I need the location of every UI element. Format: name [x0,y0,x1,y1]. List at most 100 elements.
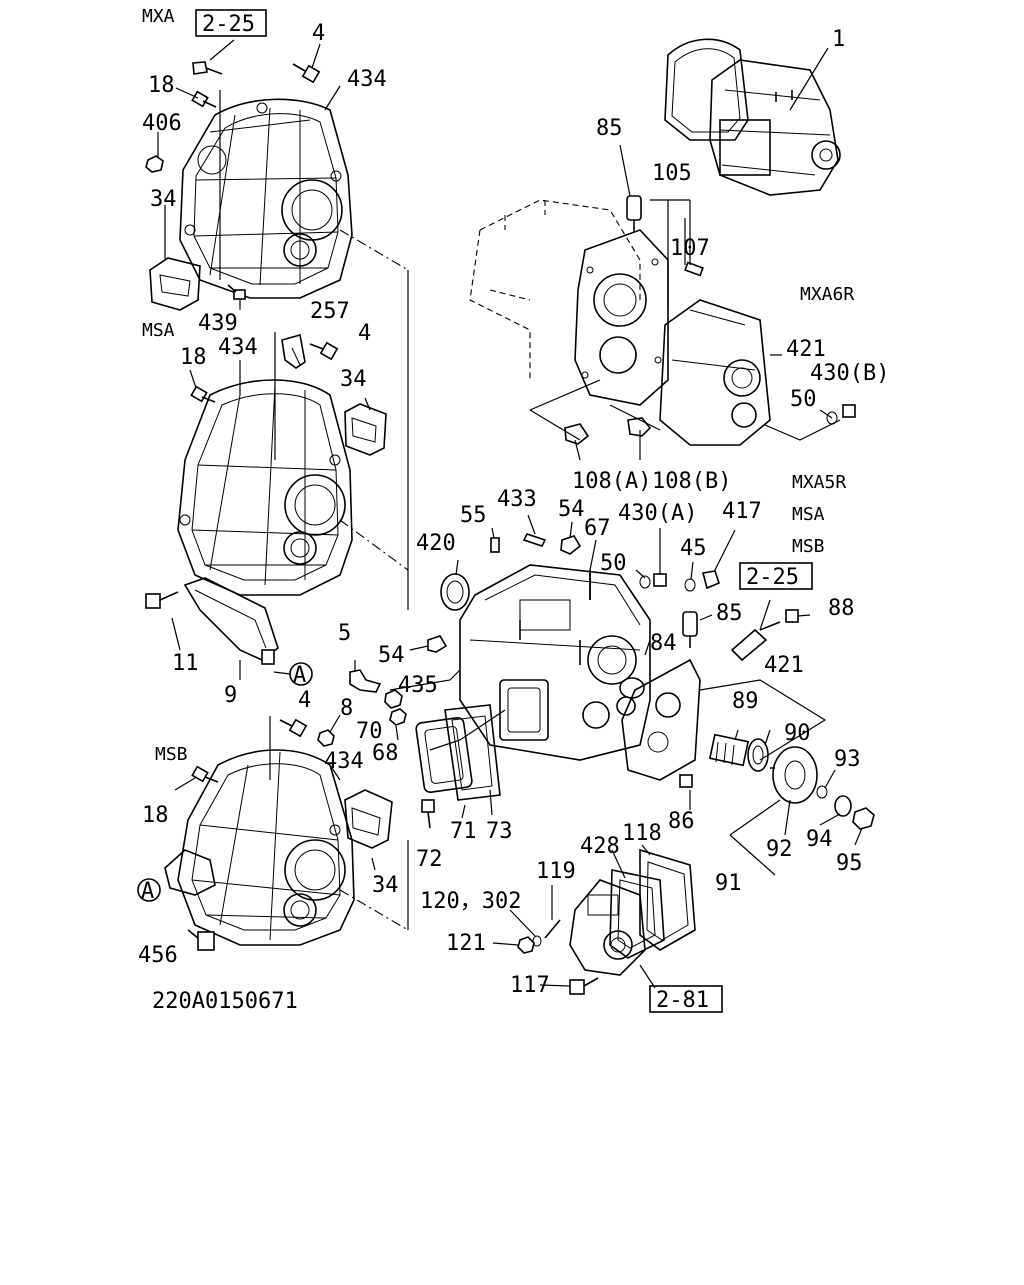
callout-50-mid: 50 [600,551,627,576]
callout-34-top: 34 [150,187,177,212]
callout-85-mid: 85 [716,601,743,626]
plate-433 [522,533,547,547]
callout-117: 117 [510,973,550,998]
callout-85-top: 85 [596,116,623,141]
marker-a-2: A [137,878,161,904]
clutch-housing-mxa [179,98,353,299]
cover-9 [183,577,279,665]
callout-456: 456 [138,943,178,968]
bolt-88 [785,609,799,623]
callout-72: 72 [416,847,443,872]
bolt-11 [145,591,179,609]
bolt-108b [627,417,652,437]
callout-120-302: 120，302 [420,889,521,914]
washer-93 [816,785,828,799]
bolt-439 [227,284,246,300]
callout-434-top: 434 [347,67,387,92]
callout-11: 11 [172,651,199,676]
bolt-108a [564,423,590,445]
nut-121 [517,936,535,954]
callout-434-bottom: 434 [324,749,364,774]
callout-94: 94 [806,827,833,852]
bolt-430a [653,573,667,587]
plug-85-top [626,195,642,232]
callout-89: 89 [732,689,759,714]
adapter-plate-105 [574,229,669,406]
callout-435: 435 [398,673,438,698]
marker-a-2-label: A [141,879,154,904]
callout-4-mid: 4 [358,321,371,346]
nut-406 [145,155,164,173]
plug-85-mid [682,611,698,648]
nut-95 [852,807,875,830]
clutch-housing-msb [164,749,355,946]
pto-cover-118 [639,848,696,951]
pin-55 [490,537,500,553]
washer-50-mid [639,575,651,589]
bolt-4-bottom [279,718,308,738]
bolt-430b [842,404,856,418]
callout-34-bottom: 34 [372,873,399,898]
callout-420: 420 [416,531,456,556]
transmission-assembly-1 [664,38,841,196]
reference-box-top: 2-25 [195,9,267,37]
callout-50-top: 50 [790,387,817,412]
callout-70: 70 [356,719,383,744]
callout-4-top: 4 [312,21,325,46]
callout-54-top: 54 [558,497,585,522]
plug-5 [349,669,382,693]
variant-label-msb-right: MSB [792,536,825,557]
bolt-86 [679,774,693,788]
callout-430b: 430(B) [810,361,889,386]
reference-box-mid-label: 2-25 [746,565,799,590]
pto-unit-2-81 [569,879,646,976]
bolt-117 [569,977,599,995]
callout-92: 92 [766,837,793,862]
oil-seal-420 [440,573,470,611]
bolt-54-top [560,535,582,555]
variant-label-msa-right: MSA [792,504,825,525]
callout-68: 68 [372,741,399,766]
gasket-71 [415,716,473,794]
callout-73: 73 [486,819,513,844]
callout-108b: 108(B) [652,469,731,494]
bolt-4-mid [309,341,339,361]
callout-433: 433 [497,487,537,512]
variant-label-mxa5r: MXA5R [792,472,846,493]
plug-417 [702,570,720,590]
reference-box-bottom: 2-81 [649,985,723,1013]
callout-417: 417 [722,499,762,524]
callout-257: 257 [310,299,350,324]
callout-430a: 430(A) [618,501,697,526]
variant-label-mxa6r: MXA6R [800,284,854,305]
bolt-18-top [191,90,217,108]
nut-68 [389,708,407,726]
bolt-456 [187,929,215,951]
dust-cover-34-top [149,257,201,311]
variant-label-msb-left: MSB [155,744,188,765]
bolt-72 [421,799,435,829]
callout-107: 107 [670,236,710,261]
callout-18-bottom: 18 [142,803,169,828]
callout-71: 71 [450,819,477,844]
callout-55: 55 [460,503,487,528]
callout-84: 84 [650,631,677,656]
bolt-18-bottom [191,765,219,783]
callout-406: 406 [142,111,182,136]
callout-95: 95 [836,851,863,876]
washer-45 [684,578,696,592]
callout-1: 1 [832,27,845,52]
bolt-4-top [292,63,321,84]
callout-93: 93 [834,747,861,772]
callout-67: 67 [584,516,611,541]
clutch-housing-msa [177,379,353,596]
callout-121: 121 [446,931,486,956]
callout-105: 105 [652,161,692,186]
callout-86: 86 [668,809,695,834]
stud-119 [544,919,561,939]
extension-housing-421-mid [621,658,701,781]
callout-119: 119 [536,859,576,884]
callout-18-mid: 18 [180,345,207,370]
callout-4-bottom: 4 [298,688,311,713]
